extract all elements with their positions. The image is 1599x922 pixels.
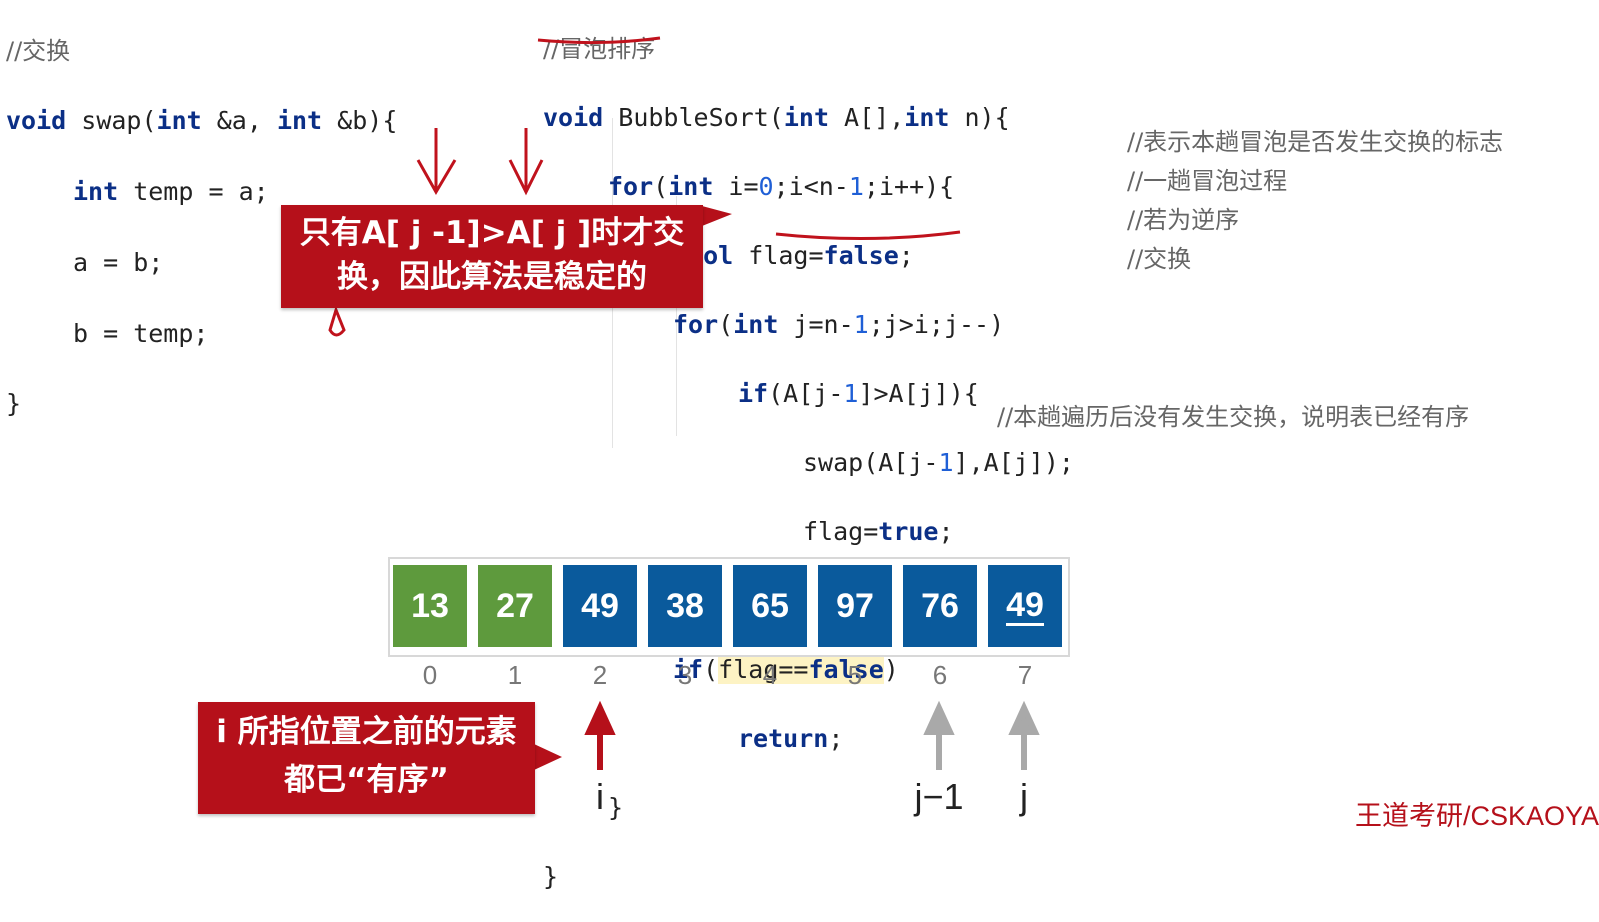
array-cell-value: 49 xyxy=(1006,585,1044,626)
swap-code-block: //交换 void swap(int &a, int &b){ int temp… xyxy=(6,6,397,449)
stability-callout-line2: 换，因此算法是稳定的 xyxy=(337,259,647,295)
array-cell-value: 65 xyxy=(751,586,789,625)
sorted-prefix-callout: i 所指位置之前的元素 都已“有序” xyxy=(198,702,535,814)
comment-flag: //表示本趟冒泡是否发生交换的标志 xyxy=(1127,128,1504,156)
pointer-j-minus-1-label: j−1 xyxy=(914,776,964,817)
array-cell-1: 27 xyxy=(478,565,552,647)
array-cell-2: 49 xyxy=(563,565,637,647)
indent-guide xyxy=(676,196,677,436)
array-index-4: 4 xyxy=(762,660,778,690)
comment-one-pass: //一趟冒泡过程 xyxy=(1127,167,1288,195)
array-cell-3: 38 xyxy=(648,565,722,647)
j-pointer-arrow xyxy=(1008,700,1040,770)
array-cell-value: 49 xyxy=(581,586,619,625)
array-cell-value: 97 xyxy=(836,586,874,625)
array-cell-7: 49 xyxy=(988,565,1062,647)
bubble-signature: void BubbleSort(int A[],int n){ xyxy=(543,103,1010,132)
array-cell-value: 76 xyxy=(921,586,959,625)
swap-line-a: a = b; xyxy=(73,248,164,277)
watermark: 王道考研/CSKAOYA xyxy=(1354,801,1599,831)
j-minus-1-pointer-arrow xyxy=(923,700,955,770)
drop-mark xyxy=(328,305,346,337)
array-index-5: 5 xyxy=(847,660,863,690)
array-index-1: 1 xyxy=(507,660,523,690)
array-index-0: 0 xyxy=(422,660,438,690)
down-arrow-mark-1 xyxy=(416,128,457,195)
bubble-code-block: //冒泡排序 void BubbleSort(int A[],int n){ f… xyxy=(543,4,1074,922)
i-pointer-arrow xyxy=(584,700,616,770)
inner-for-line: for(int j=n-1;j>i;j--) xyxy=(673,310,1005,339)
swap-line-temp: int temp = a; xyxy=(73,177,269,206)
sorted-prefix-callout-line2: 都已“有序” xyxy=(284,762,449,798)
annotation-overlay xyxy=(328,36,1040,770)
swap-comment: //交换 xyxy=(6,37,71,65)
outer-for-line: for(int i=0;i<n-1;i++){ xyxy=(608,172,955,201)
array-cell-6: 76 xyxy=(903,565,977,647)
flag-check-line: if(flag==false) xyxy=(673,655,899,684)
return-line: return; xyxy=(738,724,844,753)
callout-bottom-pointer xyxy=(534,744,562,770)
callout-top-pointer xyxy=(702,206,732,226)
swap-line-b: b = temp; xyxy=(73,319,209,348)
if-compare-line: if(A[j-1]>A[j]){ xyxy=(738,379,979,408)
array-cell-value: 38 xyxy=(666,586,704,625)
flag-true-line: flag=true; xyxy=(803,517,954,546)
pointer-i-label: i xyxy=(596,776,604,817)
compare-underline-mark xyxy=(775,230,961,241)
array-cell-0: 13 xyxy=(393,565,467,647)
array-cell-4: 65 xyxy=(733,565,807,647)
array-index-3: 3 xyxy=(677,660,693,690)
array-index-2: 2 xyxy=(592,660,608,690)
array-cell-value: 13 xyxy=(411,586,449,625)
comment-reverse: //若为逆序 xyxy=(1127,206,1240,234)
down-arrow-mark-2 xyxy=(508,128,544,196)
swap-call-line: swap(A[j-1],A[j]); xyxy=(803,448,1074,477)
comment-sorted-exit: //本趟遍历后没有发生交换，说明表已经有序 xyxy=(997,403,1470,431)
sorted-prefix-callout-line1: i 所指位置之前的元素 xyxy=(216,714,517,750)
swap-close-brace: } xyxy=(6,389,22,418)
comment-swap: //交换 xyxy=(1127,245,1192,273)
swap-signature: void swap(int &a, int &b){ xyxy=(6,106,398,135)
array-cell-5: 97 xyxy=(818,565,892,647)
array-cell-value: 27 xyxy=(496,586,534,625)
stability-callout-line1: 只有A[ j -1]>A[ j ]时才交 xyxy=(299,215,685,251)
array-index-7: 7 xyxy=(1017,660,1033,690)
comment-underline-mark xyxy=(537,36,661,45)
function-close-brace: } xyxy=(543,862,559,891)
outer-close-brace: } xyxy=(608,793,624,822)
pointer-j-label: j xyxy=(1020,776,1028,817)
stability-callout: 只有A[ j -1]>A[ j ]时才交 换，因此算法是稳定的 xyxy=(281,205,703,308)
array-index-6: 6 xyxy=(932,660,948,690)
